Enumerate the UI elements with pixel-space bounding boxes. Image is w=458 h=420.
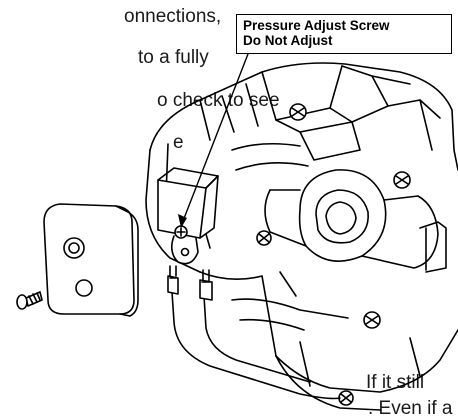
body-text-line: . Even if a — [368, 398, 453, 419]
wire-leads — [167, 265, 341, 400]
housing-screws — [256, 103, 411, 406]
callout-line-2: Do Not Adjust — [243, 33, 333, 48]
outlet-port — [264, 169, 447, 273]
body-text-line: If it still — [366, 372, 425, 393]
body-text-line: e — [173, 132, 184, 153]
callout-label: Pressure Adjust Screw Do Not Adjust — [236, 14, 452, 54]
cover-screw — [16, 291, 43, 310]
pressure-switch — [157, 167, 219, 265]
callout-leader — [178, 53, 249, 228]
callout-line-1: Pressure Adjust Screw — [243, 18, 390, 33]
switch-cover — [43, 203, 139, 317]
body-text-line: to a fully — [138, 47, 209, 68]
lower-housing — [231, 271, 349, 331]
body-text-line: onnections, — [124, 6, 222, 27]
